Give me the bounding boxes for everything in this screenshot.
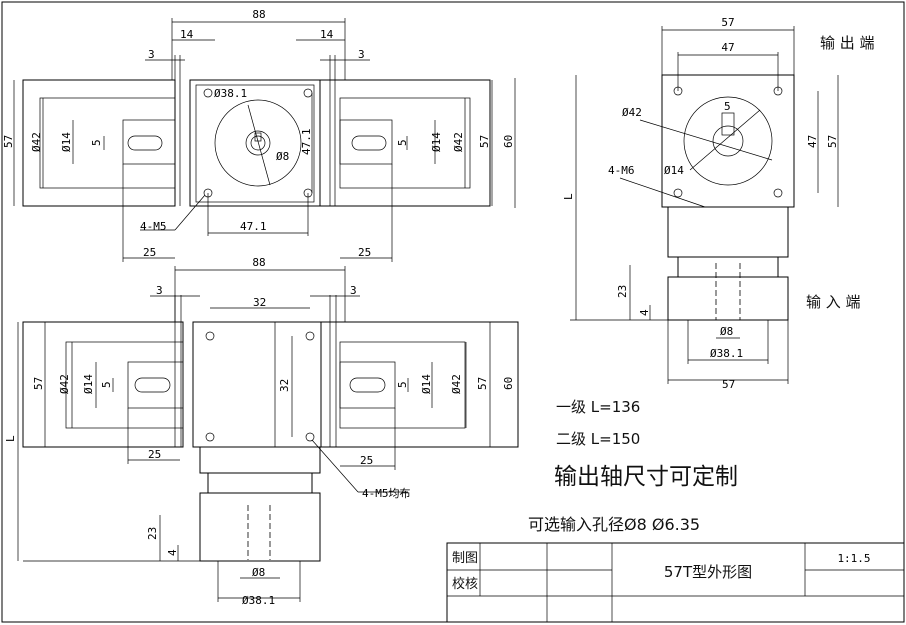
label-4m6: 4-M6 — [608, 164, 635, 177]
dim-25-br: 25 — [360, 454, 373, 467]
dim-L-bl: L — [4, 435, 17, 442]
dim-42-rt: Ø42 — [622, 106, 642, 119]
dim-14-rt: Ø14 — [664, 164, 684, 177]
dim-57-rb: 57 — [722, 378, 735, 391]
tb-drawing-title: 57T型外形图 — [664, 563, 752, 581]
dim-381-top-left: Ø38.1 — [214, 87, 247, 100]
label-4m5: 4-M5 — [140, 220, 167, 233]
dim-57-br: 57 — [476, 377, 489, 390]
right-view — [570, 26, 839, 384]
dim-3-right: 3 — [358, 48, 365, 61]
dim-5-br: 5 — [396, 381, 409, 388]
dim-42-tl: Ø42 — [30, 132, 43, 152]
dim-3-bl: 3 — [156, 284, 163, 297]
dim-60-tr: 60 — [502, 135, 515, 148]
dim-5-rt: 5 — [724, 100, 731, 113]
dim-32-v: 32 — [278, 379, 291, 392]
dim-8-bl: Ø8 — [252, 566, 265, 579]
label-4m5-even: 4-M5均布 — [362, 487, 411, 500]
dim-57-tr: 57 — [478, 135, 491, 148]
dim-57-rt: 57 — [721, 16, 734, 29]
dim-60-br: 60 — [502, 377, 515, 390]
dim-25-left: 25 — [143, 246, 156, 259]
dim-471-v: 47.1 — [300, 129, 313, 156]
dim-42-tr: Ø42 — [452, 132, 465, 152]
dim-4-bl: 4 — [166, 549, 179, 556]
dim-47-rt: 47 — [721, 41, 734, 54]
label-stage2: 二级 L=150 — [556, 430, 640, 448]
dim-57-tl: 57 — [2, 135, 15, 148]
dim-3-left: 3 — [148, 48, 155, 61]
tb-made-by: 制图 — [452, 551, 478, 566]
dim-14-tl: Ø14 — [60, 132, 73, 152]
dim-57-bl: 57 — [32, 377, 45, 390]
dim-23-bl: 23 — [146, 527, 159, 540]
tb-scale: 1:1.5 — [837, 552, 870, 565]
dim-5-tl: 5 — [90, 139, 103, 146]
dim-3-br: 3 — [350, 284, 357, 297]
dim-8-top-left: Ø8 — [276, 150, 289, 163]
dim-381-bl: Ø38.1 — [242, 594, 275, 607]
dim-88-top: 88 — [252, 8, 265, 21]
dim-42-br: Ø42 — [450, 374, 463, 394]
dim-14-right: 14 — [320, 28, 334, 41]
dim-42-bl: Ø42 — [58, 374, 71, 394]
dim-L-r: L — [562, 193, 575, 200]
label-input-end: 输 入 端 — [806, 293, 861, 311]
dim-381-r: Ø38.1 — [710, 347, 743, 360]
dim-8-r: Ø8 — [720, 325, 733, 338]
dim-14-tr: Ø14 — [430, 132, 443, 152]
bottom-left-view — [17, 266, 519, 602]
dim-32-h: 32 — [253, 296, 266, 309]
label-custom: 输出轴尺寸可定制 — [554, 464, 738, 490]
dim-23-r: 23 — [616, 285, 629, 298]
dim-14-bl: Ø14 — [82, 374, 95, 394]
dim-25-bl: 25 — [148, 448, 161, 461]
label-stage1: 一级 L=136 — [556, 398, 640, 416]
dim-5-tr: 5 — [396, 139, 409, 146]
top-left-view — [13, 18, 516, 262]
dim-57-rv: 57 — [826, 135, 839, 148]
label-optional: 可选输入孔径Ø8 Ø6.35 — [528, 515, 700, 534]
dim-4-r: 4 — [638, 309, 651, 316]
tb-checked-by: 校核 — [452, 576, 478, 592]
dim-47-rv: 47 — [806, 135, 819, 148]
label-output-end: 输 出 端 — [820, 34, 875, 52]
dim-14-left: 14 — [180, 28, 194, 41]
dim-5-bl: 5 — [100, 381, 113, 388]
dim-25-right: 25 — [358, 246, 371, 259]
dim-88-bottom: 88 — [252, 256, 265, 269]
dim-471-h: 47.1 — [240, 220, 267, 233]
dim-14-br: Ø14 — [420, 374, 433, 394]
title-block — [446, 542, 905, 623]
